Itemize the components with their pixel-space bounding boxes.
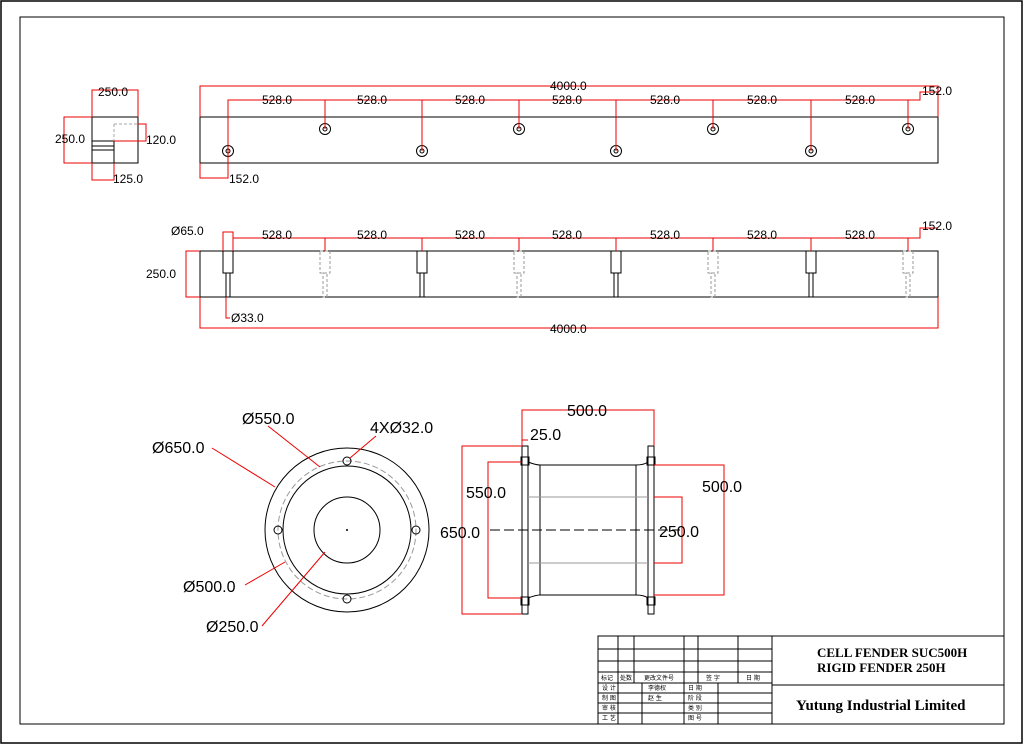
flange-pcd-dim: Ø550.0 bbox=[242, 411, 295, 428]
pitch-dim: 528.0 bbox=[262, 93, 292, 107]
pitch-dim: 528.0 bbox=[747, 228, 777, 242]
drawing-title-line1: CELL FENDER SUC500H bbox=[817, 645, 967, 660]
body-650-dim: 650.0 bbox=[440, 525, 480, 542]
pitch-dim: 528.0 bbox=[747, 93, 777, 107]
row-label: 工 艺 bbox=[602, 714, 616, 722]
pitch-dim: 528.0 bbox=[357, 228, 387, 242]
row-label: 图 号 bbox=[688, 715, 702, 722]
row-label: 阶 段 bbox=[688, 694, 702, 702]
top-overall-dim: 4000.0 bbox=[550, 79, 587, 93]
flange-body-dim: Ø500.0 bbox=[183, 579, 236, 596]
row-value: 赵 生 bbox=[648, 694, 662, 702]
title-block: 标记 处数 更改文件号 签 字 日 期 设 计 李德权 日 期 制 图 赵 生 … bbox=[597, 635, 1005, 725]
row-label: 设 计 bbox=[602, 684, 616, 692]
top-end-view: 250.0 250.0 120.0 125.0 bbox=[55, 85, 176, 186]
body-side-view: 500.0 25.0 550.0 650.0 500.0 250.0 bbox=[440, 403, 742, 615]
company-name: Yutung Industrial Limited bbox=[796, 698, 966, 714]
middle-overall-dim: 4000.0 bbox=[550, 322, 587, 336]
top-start-offset-dim: 152.0 bbox=[229, 172, 259, 186]
end-width-dim: 250.0 bbox=[98, 85, 128, 99]
flange-bore-dim: Ø250.0 bbox=[206, 619, 259, 636]
flange-front-view: Ø550.0 4XØ32.0 Ø650.0 Ø500.0 Ø250.0 bbox=[152, 411, 433, 636]
middle-height-dim: 250.0 bbox=[146, 267, 176, 281]
pitch-dim: 528.0 bbox=[845, 93, 875, 107]
end-bottom-dim: 125.0 bbox=[113, 172, 143, 186]
bore-large-dim: Ø65.0 bbox=[171, 224, 204, 238]
row-label: 审 核 bbox=[602, 704, 616, 712]
flange-od-dim: Ø650.0 bbox=[152, 440, 205, 457]
end-height-dim: 250.0 bbox=[55, 132, 85, 146]
flange-holes-dim: 4XØ32.0 bbox=[370, 420, 433, 437]
pitch-dim: 528.0 bbox=[552, 228, 582, 242]
top-end-offset-dim: 152.0 bbox=[922, 84, 952, 98]
body-550-dim: 550.0 bbox=[466, 485, 506, 502]
pitch-dim: 528.0 bbox=[650, 228, 680, 242]
counterbore-holes bbox=[222, 250, 914, 298]
body-length-dim: 500.0 bbox=[567, 403, 607, 420]
flange-thickness-dim: 25.0 bbox=[530, 427, 561, 444]
rev-header: 签 字 bbox=[706, 674, 720, 682]
pitch-dim: 528.0 bbox=[845, 228, 875, 242]
pitch-dim: 528.0 bbox=[650, 93, 680, 107]
row-label: 制 图 bbox=[602, 694, 616, 702]
drawing-title-line2: RIGID FENDER 250H bbox=[817, 660, 946, 675]
pitch-dim: 528.0 bbox=[262, 228, 292, 242]
bore-small-dim: Ø33.0 bbox=[231, 311, 264, 325]
rev-header: 标记 bbox=[601, 674, 613, 682]
rev-header: 处数 bbox=[620, 674, 632, 682]
rev-header: 更改文件号 bbox=[644, 674, 674, 682]
pitch-dim: 528.0 bbox=[455, 228, 485, 242]
end-slot-dim: 120.0 bbox=[146, 133, 176, 147]
top-side-view: 4000.0 152.0 152.0 528.0 528.0 528.0 528… bbox=[199, 79, 952, 186]
pitch-dim: 528.0 bbox=[357, 93, 387, 107]
pitch-dim: 528.0 bbox=[552, 93, 582, 107]
body-250-dim: 250.0 bbox=[659, 524, 699, 541]
bolt-holes bbox=[222, 123, 914, 157]
pitch-dim: 528.0 bbox=[455, 93, 485, 107]
row-label: 日 期 bbox=[688, 684, 702, 692]
drawing-frame bbox=[19, 16, 1005, 725]
body-500-dim: 500.0 bbox=[702, 479, 742, 496]
row-value: 李德权 bbox=[648, 684, 666, 692]
middle-section-view: Ø65.0 Ø33.0 250.0 4000.0 152.0 528.0 528… bbox=[146, 219, 952, 336]
row-label: 类 别 bbox=[688, 704, 702, 712]
rev-header: 日 期 bbox=[746, 674, 760, 682]
middle-end-offset-dim: 152.0 bbox=[922, 219, 952, 233]
